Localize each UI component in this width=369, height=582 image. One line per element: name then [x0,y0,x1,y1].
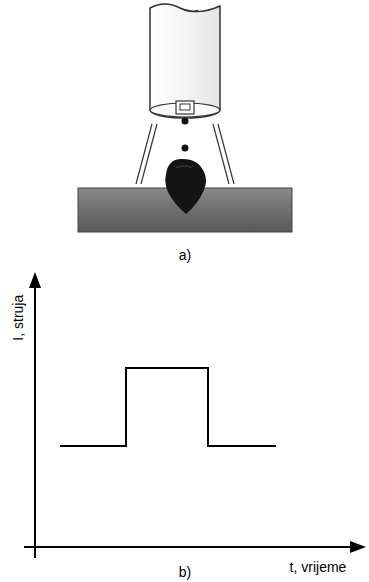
graph-axes [24,272,366,558]
pulse-waveform [60,368,276,446]
contact-tip [176,101,194,114]
part-label: a) [179,248,191,263]
metal-droplet [182,145,189,152]
weld-bead [165,159,206,214]
torch-nozzle [150,4,220,118]
axis-label: I, struja [11,295,26,341]
part-label: b) [179,565,191,580]
metal-droplet [182,118,189,125]
axis-label: t, vrijeme [290,560,347,575]
